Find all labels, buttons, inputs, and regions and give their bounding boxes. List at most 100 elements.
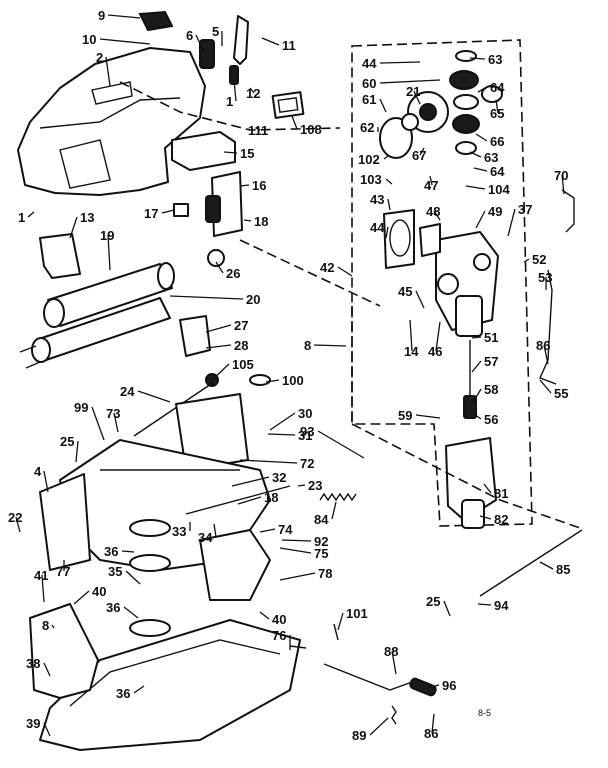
handle-grip-part — [409, 677, 437, 697]
callout-leader — [43, 662, 51, 677]
callout-leader — [479, 515, 492, 520]
callout-label: 63 — [484, 150, 498, 165]
callout-label: 66 — [490, 134, 504, 149]
callout-leader — [385, 178, 393, 185]
callout-leader — [331, 501, 337, 520]
callout-leader — [195, 34, 205, 53]
callout-leader — [337, 612, 344, 631]
roller-assembly — [19, 262, 175, 369]
callout-leader — [477, 86, 488, 93]
callout-leader — [297, 484, 306, 487]
callout-label: 42 — [320, 260, 334, 275]
callout-label: 102 — [358, 152, 380, 167]
callout-label: 85 — [556, 562, 570, 577]
callout-leader — [379, 98, 387, 113]
callout-leader — [419, 147, 425, 156]
callout-leader — [205, 344, 232, 349]
callout-label: 74 — [278, 522, 293, 537]
callout-leader — [133, 685, 145, 694]
assembly-boundary — [351, 39, 533, 527]
small-pin-part — [333, 623, 339, 641]
callout-label: 63 — [488, 52, 502, 67]
callout-label: 44 — [362, 56, 377, 71]
callout-label: 101 — [346, 606, 368, 621]
callout-leader — [269, 412, 296, 431]
callout-label: 36 — [106, 600, 120, 615]
callout-label: 56 — [484, 412, 498, 427]
callout-leader — [265, 379, 280, 383]
callout-leader — [415, 290, 425, 309]
block-part — [173, 203, 189, 217]
motor-housing — [379, 91, 449, 159]
opening-ring-3 — [129, 619, 171, 637]
callout-leader — [261, 37, 280, 46]
callout-leader — [317, 430, 365, 459]
callout-label: 55 — [554, 386, 568, 401]
callout-leader — [259, 528, 276, 533]
callout-leader — [507, 208, 516, 237]
callout-leader — [431, 713, 435, 734]
callout-leader — [121, 550, 135, 553]
plate-code-label: 8-5 — [478, 708, 491, 718]
callout-leader — [99, 38, 151, 45]
callout-label: 22 — [8, 510, 22, 525]
callout-leader — [213, 523, 217, 538]
callout-leader — [291, 115, 298, 130]
callout-leader — [427, 684, 440, 689]
callout-leader — [15, 516, 21, 533]
callout-label: 1 — [18, 210, 25, 225]
callout-leader — [443, 600, 451, 617]
callout-label: 52 — [532, 252, 546, 267]
callout-label: 64 — [490, 164, 505, 179]
callout-label: 40 — [92, 584, 106, 599]
callout-label: 70 — [554, 168, 568, 183]
bracket-spring — [205, 195, 221, 223]
callout-label: 25 — [426, 594, 440, 609]
callout-leader — [383, 155, 389, 160]
callout-leader — [477, 603, 492, 606]
callout-label: 92 — [314, 534, 328, 549]
callout-leader — [211, 363, 230, 381]
callout-label: 45 — [398, 284, 412, 299]
callout-leader — [435, 321, 441, 352]
callout-leader — [469, 57, 486, 60]
callout-label: 33 — [172, 524, 186, 539]
callout-leader — [523, 258, 530, 263]
callout-leader — [255, 127, 261, 131]
bracket-clip-part — [561, 189, 575, 233]
callout-leader — [473, 167, 488, 172]
callout-leader — [43, 470, 49, 493]
callout-label: 44 — [370, 220, 385, 235]
callout-label: 60 — [362, 76, 376, 91]
callout-label: 35 — [108, 564, 122, 579]
callout-label: 24 — [120, 384, 135, 399]
callout-leader — [43, 722, 51, 737]
callout-label: 8 — [304, 338, 311, 353]
washer-part — [249, 374, 271, 386]
callout-label: 18 — [254, 214, 268, 229]
cover-cap-part — [138, 10, 174, 32]
callout-label: 4 — [34, 464, 42, 479]
callout-label: 67 — [412, 148, 426, 163]
callout-label: 36 — [116, 686, 130, 701]
callout-label: 40 — [272, 612, 286, 627]
callout-leader — [215, 261, 224, 274]
callout-label: 105 — [232, 357, 254, 372]
callout-label: 65 — [490, 106, 504, 121]
callout-leader — [385, 226, 389, 239]
callout-label: 82 — [494, 512, 508, 527]
callout-label: 9 — [98, 8, 105, 23]
gasket-ring — [389, 219, 411, 257]
label-plate-inner — [277, 97, 299, 113]
callout-label: 96 — [442, 678, 456, 693]
callout-label: 28 — [234, 338, 248, 353]
callout-label: 58 — [484, 382, 498, 397]
callout-label: 23 — [308, 478, 322, 493]
callout-label: 36 — [104, 544, 118, 559]
callout-label: 32 — [272, 470, 286, 485]
crank-handle-part — [323, 663, 413, 691]
callout-leader — [105, 56, 111, 87]
callout-leader — [473, 413, 482, 420]
callout-label: 26 — [226, 266, 240, 281]
callout-leader — [249, 87, 255, 94]
